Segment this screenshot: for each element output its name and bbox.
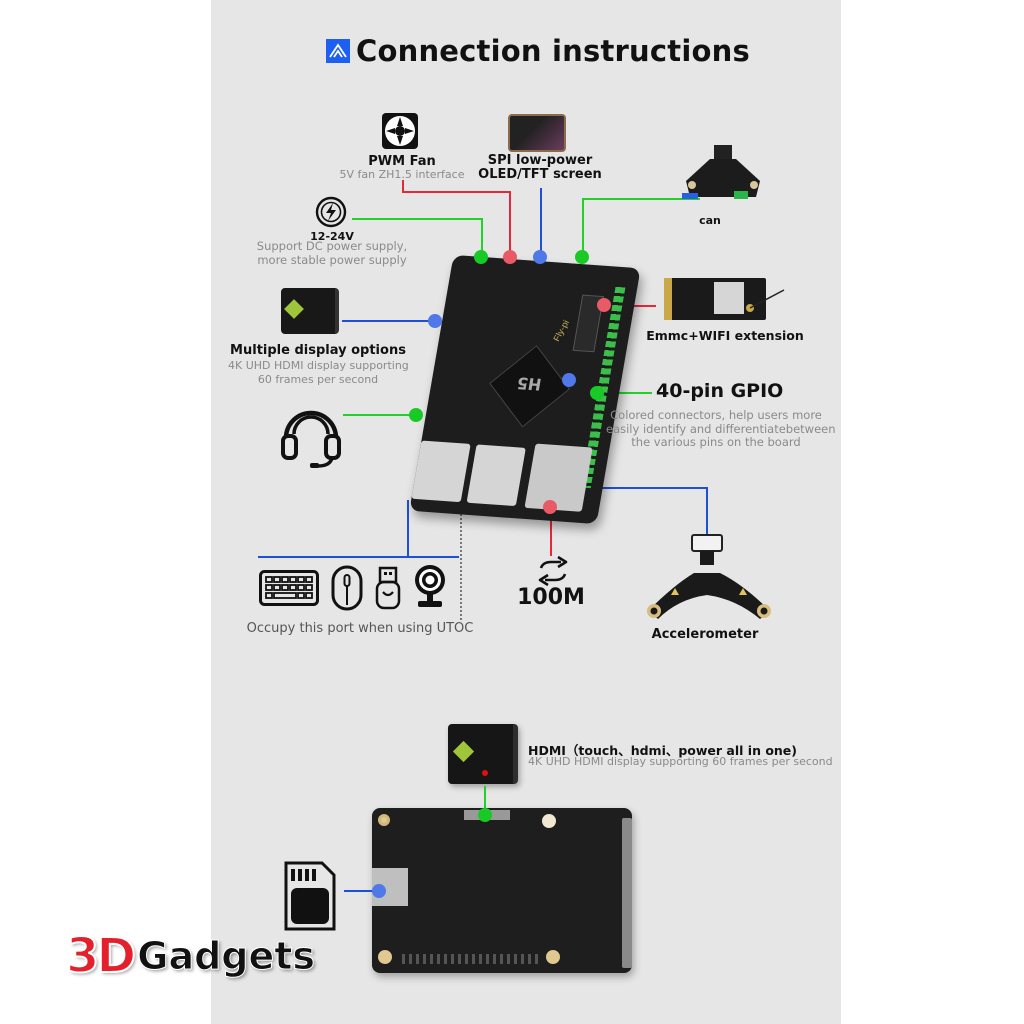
accelerometer-connector-line (569, 487, 707, 489)
mount-hole (378, 814, 390, 826)
power-connector-line (481, 218, 483, 256)
watermark-gadgets: Gadgets (137, 934, 316, 979)
gpio-subtitle-line3: the various pins on the board (631, 435, 801, 449)
ethernet-connector-line (550, 510, 552, 556)
webcam-icon (413, 563, 447, 614)
display-connector-line (342, 320, 436, 322)
sd-card-icon (284, 861, 336, 936)
gpio-connector-line (598, 392, 652, 394)
display-ui-diamond (452, 740, 475, 763)
can-board-icon (680, 145, 764, 210)
usb-connector-line (407, 500, 409, 558)
chip-label: H5 (515, 373, 543, 395)
display-subtitle-line1: 4K UHD HDMI display supporting (228, 359, 409, 372)
can-connector-line (582, 198, 584, 256)
headset-icon (280, 398, 342, 475)
emmc-wifi-module-icon (662, 276, 787, 327)
gpio-pins-bottom (402, 954, 542, 964)
can-port-dot (575, 250, 589, 264)
usb-drive-icon (375, 566, 401, 615)
gpio-subtitle-line2: easily identify and differentiatebetween (606, 421, 836, 436)
hdmi-port-dot (428, 314, 442, 328)
ethernet-port-dot (543, 500, 557, 514)
fan-icon (381, 112, 419, 155)
header: Connection instructions (326, 34, 750, 68)
can-title: can (699, 214, 721, 227)
display-subtitle-line2: 60 frames per second (257, 372, 379, 386)
gpio-subtitle: Colored connectors, help users more easi… (606, 408, 836, 450)
emmc-wifi-title: Emmc+WIFI extension (646, 328, 804, 343)
power-bolt-icon (315, 196, 347, 233)
accelerometer-title: Accelerometer (651, 627, 759, 642)
accelerometer-board-icon (644, 533, 774, 628)
fan-connector-line (402, 191, 510, 193)
mouse-icon (331, 565, 363, 616)
page-title: Connection instructions (356, 34, 750, 68)
power-subtitle: Support DC power supply, more stable pow… (252, 239, 412, 267)
spi-title-line1: SPI low-power (487, 153, 593, 168)
pwm-fan-title: PWM Fan (368, 154, 436, 169)
ethernet-port (524, 443, 593, 512)
display-ui-power (482, 770, 488, 776)
sd-connector-line (344, 890, 378, 892)
keyboard-icon (259, 570, 319, 611)
audio-jack-dot (409, 408, 423, 422)
side-ports (622, 818, 632, 968)
fan-port-dot (503, 250, 517, 264)
display-ui-diamond (284, 299, 304, 319)
power-subtitle-line1: Support DC power supply, (256, 239, 408, 253)
usb-divider-dotted (460, 505, 462, 620)
board-label: Fly-pi (551, 318, 571, 343)
fan-connector-line (402, 180, 404, 192)
hdmi-title: HDMI（touch、hdmi、power all in one) (528, 743, 798, 758)
accelerometer-port-dot (562, 373, 576, 387)
fan-connector-line (509, 191, 511, 255)
watermark-3d: 3D (65, 927, 137, 985)
ethernet-title: 100M (517, 585, 585, 610)
spi-connector-line (540, 188, 542, 256)
network-arrows-icon (535, 555, 571, 591)
pwm-fan-subtitle: 5V fan ZH1.5 interface (339, 168, 465, 181)
hdmi-display-icon (448, 724, 518, 784)
emmc-slot-dot (597, 298, 611, 312)
can-connector-line (582, 198, 700, 200)
brand-mountain-logo-icon (326, 39, 350, 63)
usb-connector-line (258, 556, 459, 558)
display-subtitle: 4K UHD HDMI display supporting 60 frames… (228, 359, 409, 386)
gpio-subtitle-line1: Colored connectors, help users more (610, 408, 822, 422)
spi-screen-title: SPI low-power OLED/TFT screen (470, 154, 610, 182)
usb-port-1 (411, 440, 471, 503)
power-connector-line (352, 218, 482, 220)
power-subtitle-line2: more stable power supply (257, 252, 407, 267)
audio-connector-line (343, 414, 415, 416)
usb-caption: Occupy this port when using UTOC (246, 621, 474, 636)
hdmi-subtitle: 4K UHD HDMI display supporting 60 frames… (528, 755, 833, 768)
display-title: Multiple display options (230, 343, 406, 358)
spi-title-line2: OLED/TFT screen (478, 167, 602, 182)
spi-screen-icon (508, 114, 566, 152)
spi-port-dot (533, 250, 547, 264)
hdmi-connector-line (484, 786, 486, 816)
watermark-logo: 3D Gadgets (65, 927, 316, 985)
mount-hole (378, 950, 392, 964)
hdmi-port-dot (478, 808, 492, 822)
mount-hole (546, 950, 560, 964)
power-title: 12-24V (310, 230, 354, 243)
mount-hole (542, 814, 556, 828)
accelerometer-connector-line (706, 487, 708, 535)
fly-pi-board-bottom (372, 808, 632, 973)
gpio-title: 40-pin GPIO (656, 380, 784, 402)
gpio-dot (590, 386, 604, 400)
usb-port-2 (466, 444, 526, 507)
sd-card-dot (372, 884, 386, 898)
display-icon (281, 288, 339, 334)
power-port-dot (474, 250, 488, 264)
